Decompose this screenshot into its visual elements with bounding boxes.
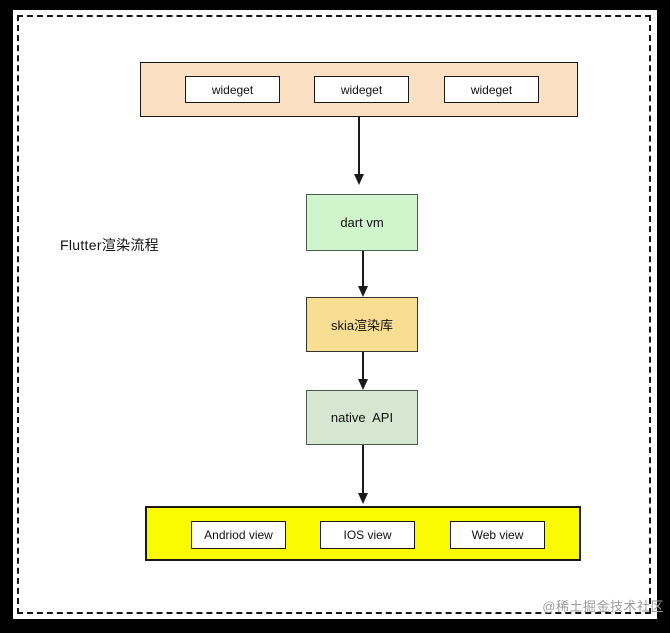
node-native-api: native API [306, 390, 418, 445]
platform-view-node: IOS view [320, 521, 415, 549]
widget-node: wideget [185, 76, 280, 103]
widget-tree-container: wideget wideget wideget [140, 62, 578, 117]
arrow-down-icon [357, 286, 368, 297]
arrow-down-icon [353, 174, 364, 185]
watermark-text: @稀土掘金技术社区 [542, 599, 664, 614]
flow-arrow-native-to-views [357, 445, 368, 504]
flow-arrow-widgets-to-dartvm [353, 117, 364, 185]
node-dart-vm: dart vm [306, 194, 418, 251]
arrow-down-icon [357, 493, 368, 504]
node-skia-render-lib: skia渲染库 [306, 297, 418, 352]
platform-view-node: Web view [450, 521, 545, 549]
arrow-down-icon [357, 379, 368, 390]
platform-views-container: Andriod view IOS view Web view [145, 506, 581, 561]
platform-view-node: Andriod view [191, 521, 286, 549]
flow-arrow-skia-to-native [357, 352, 368, 390]
diagram-title: Flutter渲染流程 [60, 237, 159, 253]
widget-node: wideget [444, 76, 539, 103]
widget-node: wideget [314, 76, 409, 103]
flow-arrow-dartvm-to-skia [357, 251, 368, 297]
